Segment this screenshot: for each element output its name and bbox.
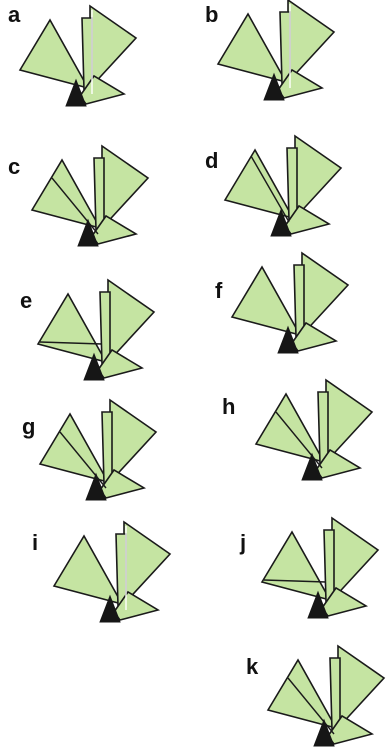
origami-figure-i <box>54 522 170 622</box>
inner-flap <box>280 12 290 84</box>
right-wing <box>108 280 154 362</box>
left-wing <box>54 536 122 604</box>
right-wing <box>288 0 334 82</box>
origami-figure-k <box>268 646 384 746</box>
right-wing <box>295 136 341 218</box>
origami-figure-h <box>256 380 372 480</box>
origami-figure-a <box>20 6 136 106</box>
inner-flap <box>82 18 92 90</box>
left-wing <box>20 20 88 88</box>
inner-flap <box>94 158 104 230</box>
inner-flap <box>330 658 340 730</box>
inner-flap <box>318 392 328 464</box>
inner-flap <box>294 265 304 337</box>
inner-flap <box>102 412 112 484</box>
origami-figure-b <box>218 0 334 100</box>
right-wing <box>326 380 372 462</box>
origami-figure-f <box>232 253 348 353</box>
left-wing <box>232 267 300 335</box>
origami-figure-g <box>40 400 156 500</box>
right-wing <box>302 253 348 335</box>
right-wing <box>90 6 136 88</box>
right-wing <box>110 400 156 482</box>
origami-figure-e <box>38 280 154 380</box>
right-wing <box>124 522 170 604</box>
left-wing <box>225 150 293 218</box>
inner-flap <box>287 148 297 220</box>
inner-flap <box>116 534 126 606</box>
inner-flap <box>324 530 334 602</box>
origami-figure-c <box>32 146 148 246</box>
origami-figure-d <box>225 136 341 236</box>
left-wing <box>262 532 330 600</box>
right-wing <box>102 146 148 228</box>
inner-flap <box>100 292 110 364</box>
right-wing <box>332 518 378 600</box>
left-wing <box>218 14 286 82</box>
origami-figure-j <box>262 518 378 618</box>
left-wing <box>38 294 106 362</box>
right-wing <box>338 646 384 728</box>
